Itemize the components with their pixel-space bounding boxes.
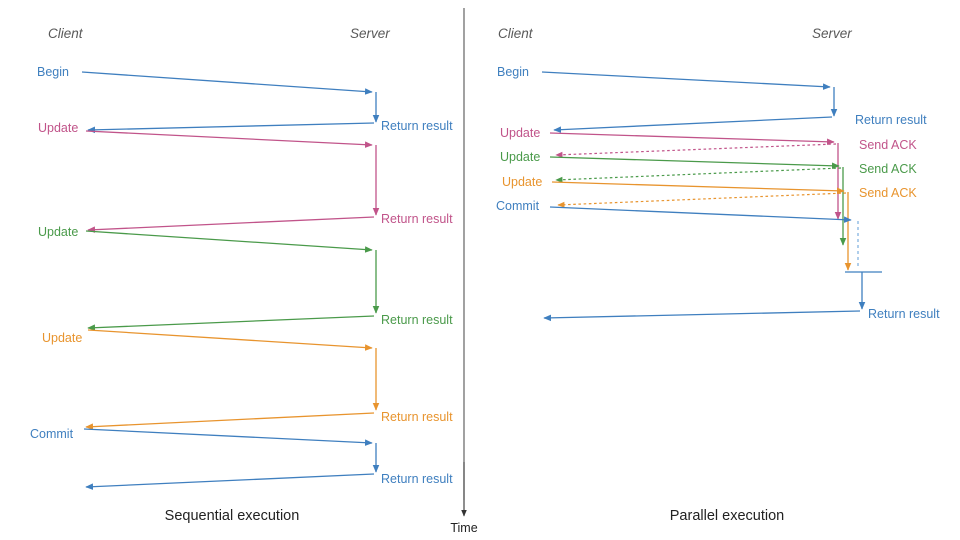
par-arrow-commit <box>549 206 852 223</box>
par-msg-label-ack-3: Send ACK <box>859 186 917 200</box>
seq-arrow-commit <box>83 428 373 446</box>
seq-arrow-update-2 <box>85 230 373 253</box>
par-arrow-return-2 <box>543 310 861 322</box>
seq-arrow-update-3 <box>87 329 373 351</box>
par-arrow-ack-3 <box>557 192 847 208</box>
par-msg-label-commit: Commit <box>496 199 540 213</box>
seq-arrow-return-2 <box>87 216 375 233</box>
sequential-server-lane-label: Server <box>350 26 390 41</box>
sequential-client-lane-label: Client <box>48 26 84 41</box>
par-arrow-begin <box>541 71 831 90</box>
par-msg-label-ack-1: Send ACK <box>859 138 917 152</box>
par-msg-label-begin: Begin <box>497 65 529 79</box>
par-arrow-return-1 <box>553 116 833 133</box>
sequential-caption: Sequential execution <box>165 508 300 524</box>
par-msg-label-update-2: Update <box>500 150 540 164</box>
seq-arrow-begin <box>81 71 373 95</box>
seq-arrow-return-5 <box>85 473 375 490</box>
seq-msg-label-return-4: Return result <box>381 410 453 424</box>
par-arrow-ack-1 <box>555 143 837 158</box>
seq-msg-label-update-1: Update <box>38 121 78 135</box>
seq-arrow-return-1 <box>87 122 375 134</box>
seq-msg-label-return-2: Return result <box>381 212 453 226</box>
par-arrow-update-3 <box>551 181 845 195</box>
par-arrow-update-2 <box>549 156 840 170</box>
seq-arrow-return-4 <box>85 412 375 430</box>
parallel-caption: Parallel execution <box>670 508 784 524</box>
seq-arrow-return-3 <box>87 315 375 331</box>
par-msg-label-update-1: Update <box>500 126 540 140</box>
time-axis-label: Time <box>450 521 477 535</box>
parallel-server-lane-label: Server <box>812 26 852 41</box>
par-msg-label-update-3: Update <box>502 175 542 189</box>
seq-msg-label-return-1: Return result <box>381 119 453 133</box>
seq-msg-label-update-2: Update <box>38 225 78 239</box>
par-arrow-update-1 <box>549 132 835 146</box>
seq-msg-label-commit: Commit <box>30 427 74 441</box>
seq-msg-label-begin: Begin <box>37 65 69 79</box>
par-msg-label-ack-2: Send ACK <box>859 162 917 176</box>
par-arrow-ack-2 <box>555 167 842 183</box>
parallel-client-lane-label: Client <box>498 26 534 41</box>
seq-msg-label-return-5: Return result <box>381 472 453 486</box>
par-msg-label-return-2: Return result <box>868 307 940 321</box>
seq-msg-label-return-3: Return result <box>381 313 453 327</box>
seq-arrow-update-1 <box>85 130 373 148</box>
par-msg-label-return-1: Return result <box>855 113 927 127</box>
seq-msg-label-update-3: Update <box>42 331 82 345</box>
